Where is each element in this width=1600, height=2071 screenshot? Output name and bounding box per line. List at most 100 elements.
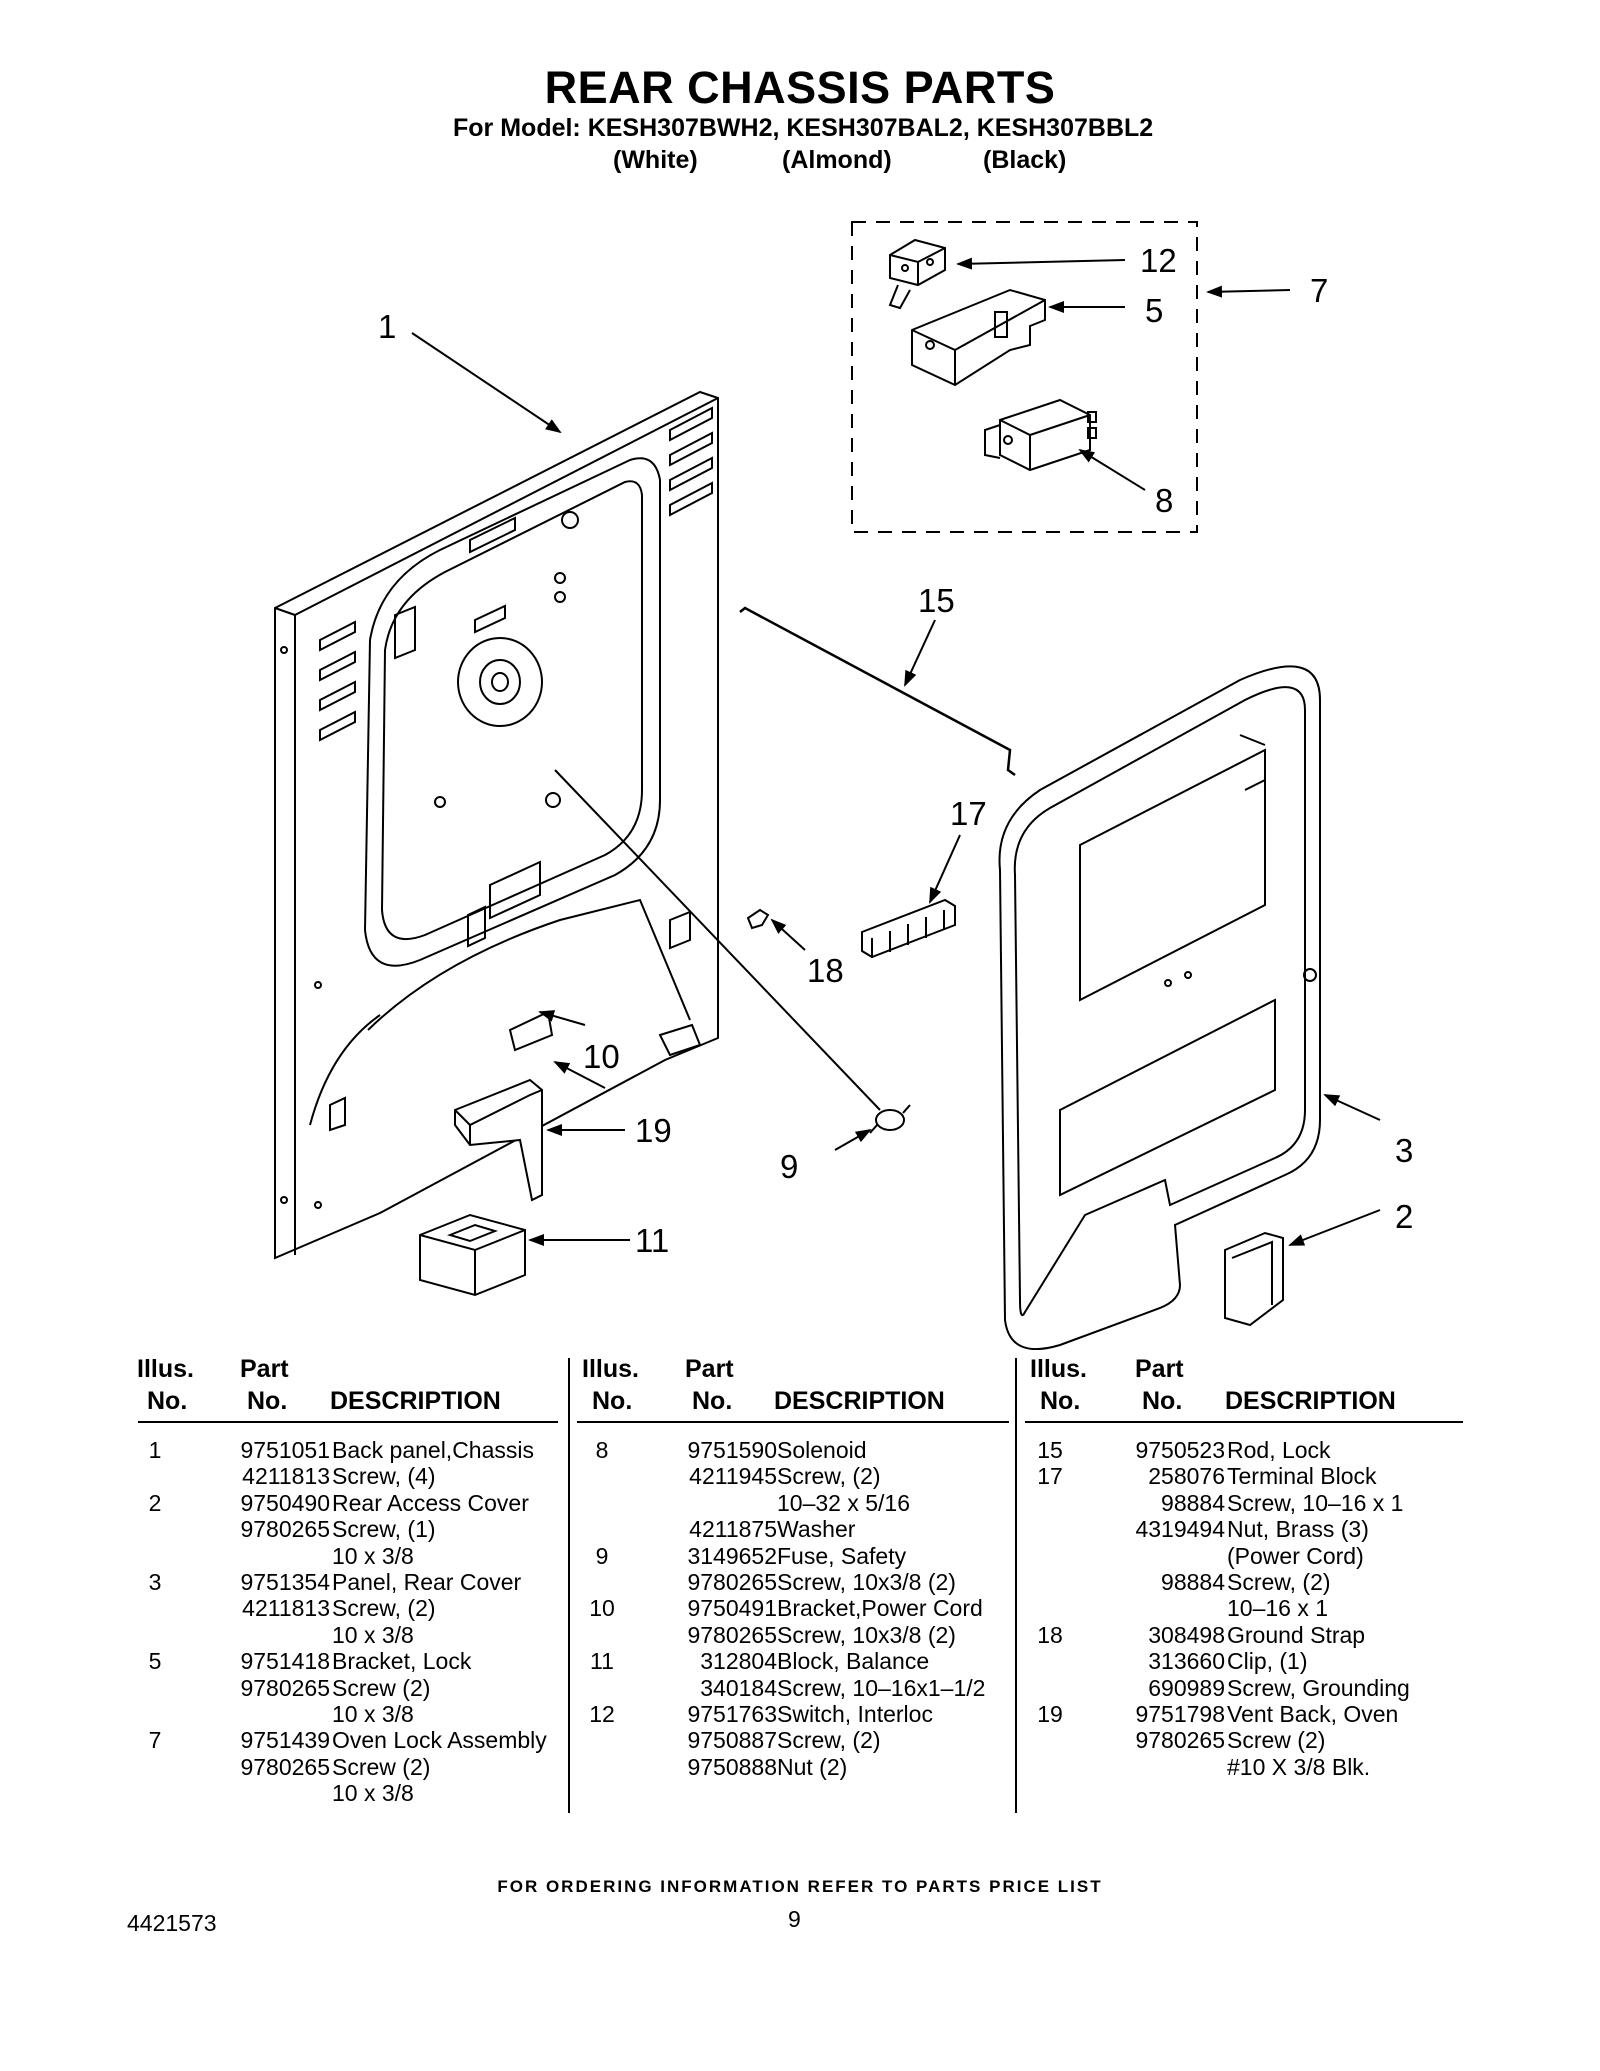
column-divider bbox=[1015, 1358, 1017, 1813]
part-number-cell: 9780265 bbox=[240, 1753, 330, 1780]
callout-1: 1 bbox=[378, 308, 396, 345]
header-rule bbox=[138, 1421, 558, 1423]
illus-number-cell: 1 bbox=[148, 1437, 162, 1463]
description-cell: Screw, (1) bbox=[332, 1516, 436, 1543]
leader-line-2 bbox=[1288, 1209, 1381, 1246]
vent-back-oven-part bbox=[454, 1078, 543, 1202]
callout-5: 5 bbox=[1145, 292, 1163, 329]
switch-interloc-part bbox=[888, 238, 946, 310]
model-subtitle: For Model: KESH307BWH2, KESH307BAL2, KES… bbox=[453, 114, 1154, 142]
part-number-cell: 4319494 bbox=[1135, 1516, 1225, 1543]
header-illus-no: No. bbox=[592, 1387, 633, 1415]
description-cell: Bracket, Lock bbox=[332, 1648, 472, 1675]
description-cell: Screw (2) bbox=[1227, 1727, 1326, 1754]
description-cell: Back panel,Chassis bbox=[332, 1437, 534, 1463]
leader-line-9 bbox=[834, 1129, 872, 1151]
header-part: Part bbox=[1135, 1355, 1184, 1383]
description-cell: 10 x 3/8 bbox=[332, 1700, 414, 1727]
part-number-cell: 9750490 bbox=[240, 1489, 330, 1516]
table-row: 10 x 3/8 bbox=[130, 1543, 570, 1569]
description-cell: Fuse, Safety bbox=[777, 1542, 907, 1569]
illus-number-cell: 8 bbox=[595, 1437, 609, 1463]
header-illus: Illus. bbox=[1030, 1355, 1087, 1383]
illus-number-cell: 12 bbox=[589, 1700, 615, 1727]
header-illus-no: No. bbox=[147, 1387, 188, 1415]
part-number-cell: 690989 bbox=[1148, 1674, 1225, 1701]
oven-lock-assembly-box bbox=[851, 221, 1198, 533]
page-number: 9 bbox=[788, 1906, 801, 1932]
description-cell: Screw, Grounding bbox=[1227, 1674, 1410, 1701]
description-cell: Switch, Interloc bbox=[777, 1700, 933, 1727]
callout-15: 15 bbox=[918, 582, 955, 619]
color-label-white: (White) bbox=[613, 146, 698, 174]
description-cell: Screw (2) bbox=[332, 1753, 431, 1780]
part-number-cell: 9751051 bbox=[240, 1437, 330, 1463]
description-cell: Solenoid bbox=[777, 1437, 867, 1463]
header-illus: Illus. bbox=[137, 1355, 194, 1383]
table-row: 10–32 x 5/16 bbox=[577, 1490, 1017, 1516]
leader-line-10-tip bbox=[553, 1061, 606, 1089]
part-number-cell: 3149652 bbox=[687, 1542, 777, 1569]
part-number-cell: 9751439 bbox=[240, 1727, 330, 1754]
leader-line-1 bbox=[411, 332, 562, 434]
back-panel-chassis-part bbox=[274, 390, 719, 1260]
part-number-cell: 4211813 bbox=[242, 1463, 330, 1490]
illus-number-cell: 15 bbox=[1037, 1437, 1063, 1463]
illus-number-cell: 19 bbox=[1037, 1700, 1063, 1727]
leader-line-17 bbox=[929, 834, 961, 904]
description-cell: 10 x 3/8 bbox=[332, 1621, 414, 1648]
description-cell: Rear Access Cover bbox=[332, 1489, 529, 1516]
part-number-cell: 258076 bbox=[1148, 1463, 1225, 1490]
description-cell: Nut (2) bbox=[777, 1753, 848, 1780]
solenoid-part bbox=[984, 398, 1097, 472]
table-row: #10 X 3/8 Blk. bbox=[1025, 1754, 1465, 1780]
column-divider bbox=[568, 1358, 570, 1813]
table-row: 10 x 3/8 bbox=[130, 1701, 570, 1727]
description-cell: Nut, Brass (3) bbox=[1227, 1516, 1369, 1543]
leader-line-8 bbox=[1078, 448, 1146, 491]
header-part-no: No. bbox=[247, 1387, 288, 1415]
header-part-no: No. bbox=[1142, 1387, 1183, 1415]
part-number-cell: 9780265 bbox=[687, 1621, 777, 1648]
description-cell: Screw (2) bbox=[332, 1674, 431, 1701]
callout-7: 7 bbox=[1310, 272, 1328, 309]
description-cell: (Power Cord) bbox=[1227, 1542, 1364, 1569]
table-row: 10 x 3/8 bbox=[130, 1780, 570, 1806]
ordering-note: FOR ORDERING INFORMATION REFER TO PARTS … bbox=[497, 1877, 1103, 1896]
parts-table-column-2: Illus. No. Part No. DESCRIPTION 8 9751590… bbox=[577, 1355, 1017, 1780]
description-cell: Screw, (4) bbox=[332, 1463, 436, 1490]
bracket-lock-part bbox=[911, 288, 1046, 387]
table-header: Illus. No. Part No. DESCRIPTION bbox=[577, 1355, 1017, 1417]
header-part-no: No. bbox=[692, 1387, 733, 1415]
description-cell: Screw, (2) bbox=[777, 1463, 881, 1490]
header-description: DESCRIPTION bbox=[774, 1387, 945, 1415]
part-number-cell: 308498 bbox=[1148, 1621, 1225, 1648]
callout-9: 9 bbox=[780, 1148, 798, 1185]
part-number-cell: 312804 bbox=[700, 1648, 777, 1675]
part-number-cell: 313660 bbox=[1148, 1648, 1225, 1675]
part-number-cell: 340184 bbox=[700, 1674, 777, 1701]
fuse-safety-part bbox=[869, 1104, 911, 1134]
part-number-cell: 9751590 bbox=[687, 1437, 777, 1463]
header-part: Part bbox=[240, 1355, 289, 1383]
part-number-cell: 9751763 bbox=[687, 1700, 777, 1727]
leader-line-12 bbox=[956, 257, 1126, 270]
